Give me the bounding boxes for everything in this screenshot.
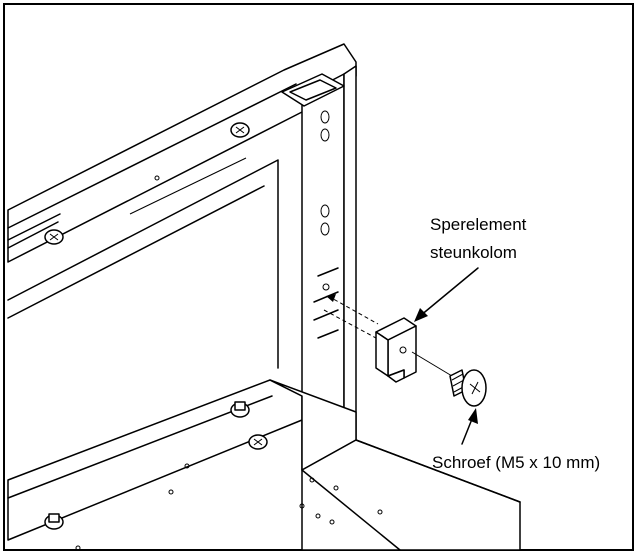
callout-arrow: [461, 408, 478, 445]
rail-bolts: [44, 122, 268, 530]
bottom-rail: [7, 379, 521, 551]
column-slot: [313, 291, 339, 303]
column-hole: [320, 110, 330, 124]
screw-label: Schroef (M5 x 10 mm): [432, 453, 600, 472]
bracket-label-line2: steunkolom: [430, 243, 517, 262]
rail-holes: [75, 175, 383, 551]
column-hole: [320, 128, 330, 142]
column-slot: [313, 309, 339, 321]
bolt-icon: [230, 401, 250, 418]
bolt-icon: [230, 122, 250, 138]
phillips-pan-head-screw-icon: [449, 369, 487, 407]
column-hole: [320, 204, 330, 218]
inner-frame: [7, 159, 279, 369]
vertical-column: [281, 65, 357, 471]
bolt-icon: [44, 229, 64, 245]
insertion-guides: [323, 294, 453, 377]
bolt-icon: [248, 434, 268, 450]
column-slot: [317, 267, 339, 277]
column-locking-bracket: [375, 317, 417, 383]
column-hole: [320, 222, 330, 236]
bracket-label-line1: Sperelement: [430, 215, 527, 234]
column-slot: [317, 329, 339, 339]
bolt-icon: [44, 513, 64, 530]
callout-arrow: [414, 267, 479, 322]
